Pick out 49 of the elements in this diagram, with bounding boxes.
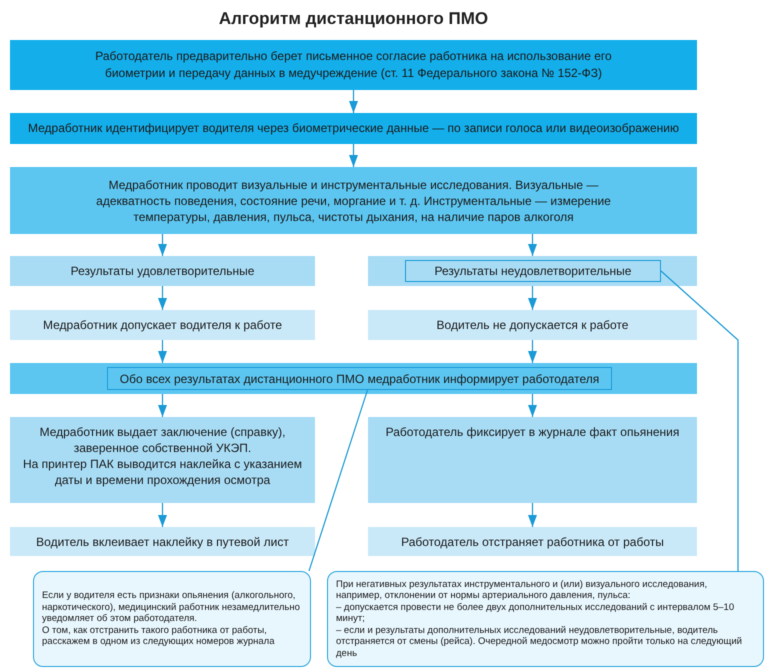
box-text: Работодатель фиксирует в журнале факт опьянения: [386, 424, 680, 440]
arrow: [158, 394, 167, 417]
box-text: Работодатель предварительно берет письменное согласие работника на использование его биометрии и передачу данных в медучреждение (ст. 11 Федерального закона № 152-ФЗ): [94, 48, 613, 82]
arrow: [528, 286, 537, 310]
arrow: [528, 394, 537, 417]
arrow: [158, 286, 167, 310]
arrow: [349, 144, 358, 167]
box-text: Медработник допускает водителя к работе: [43, 317, 282, 333]
note-callout: [33, 571, 311, 667]
process-box: [10, 417, 315, 503]
outlined-box: [405, 260, 661, 282]
note-text: – если и результаты дополнительных исследований неудовлетворительные, водитель отстраняется от смены (рейса). Очередной медосмотр можно пройти только на следующий день: [336, 624, 743, 660]
box-text: Медработник выдает заключение (справку), заверенное собственной УКЭП.: [38, 424, 286, 456]
leader-line: [660, 270, 739, 571]
arrow: [528, 340, 537, 363]
process-box: [368, 527, 697, 556]
process-box: [10, 113, 697, 144]
arrow: [528, 503, 537, 527]
process-box: [10, 310, 315, 340]
process-box: [10, 40, 697, 90]
box-text: Работодатель отстраняет работника от работы: [401, 534, 664, 550]
box-text: Обо всех результатах дистанционного ПМО медработник информирует работодателя: [120, 370, 600, 386]
band: [368, 256, 697, 286]
box-text: На принтер ПАК выводится наклейка с указанием даты и времени прохождения осмотра: [22, 456, 303, 488]
box-text: Результаты неудовлетворительные: [434, 263, 632, 279]
leader-line: [308, 390, 368, 572]
box-text: Результаты удовлетворительные: [70, 263, 254, 279]
box-text: Медработник проводит визуальные и инструментальные исследования. Визуальные — адекватность поведения, состояние речи, моргание и т. д. Инструментальные — измерение температуры, давления, пульса, чистоты дыхания, на наличие паров алкоголя: [95, 176, 612, 224]
arrow: [528, 234, 537, 256]
note-text: При негативных результатах инструментального и (или) визуального исследования, например, отклонении от нормы артериального давления, пульса:: [336, 578, 708, 602]
band: [10, 363, 697, 394]
arrow: [349, 90, 358, 113]
note-callout: [327, 571, 764, 667]
box-text: Водитель вклеивает наклейку в путевой лист: [36, 534, 289, 550]
note-text: О том, как отстранить такого работника от работы, расскажем в одном из следующих номеров журнала: [42, 624, 276, 648]
note-text: Если у водителя есть признаки опьянения (алкогольного, наркотического), медицинский работник незамедлительно уведомляет об этом работодателя.: [42, 590, 301, 625]
box-text: Медработник идентифицирует водителя через биометрические данные — по записи голоса или видеоизображению: [28, 120, 679, 137]
arrow: [158, 503, 167, 527]
outlined-box: [107, 367, 612, 390]
arrow: [158, 234, 167, 256]
box-text: Водитель не допускается к работе: [436, 317, 628, 333]
process-box: [368, 310, 697, 340]
process-box: [10, 167, 697, 234]
diagram-title: Алгоритм дистанционного ПМО: [218, 8, 490, 30]
process-box: [10, 527, 315, 556]
process-box: [368, 417, 697, 503]
arrow: [158, 340, 167, 363]
process-box: [10, 256, 315, 286]
note-text: – допускается провести не более двух дополнительных исследований с интервалом 5–10 минут;: [336, 602, 736, 625]
